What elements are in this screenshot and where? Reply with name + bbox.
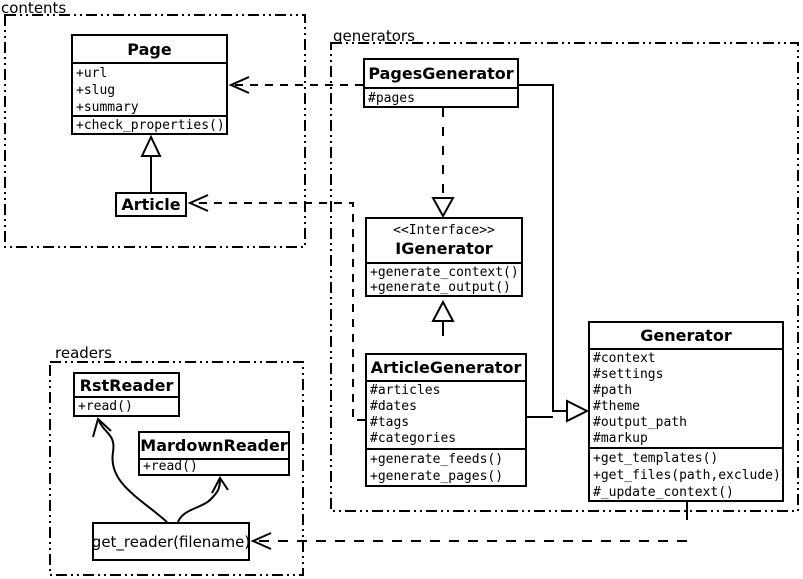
stereotype-label: <<Interface>> xyxy=(393,223,495,238)
attribute-row: #categories xyxy=(370,431,457,446)
package-border-readers xyxy=(49,361,304,576)
class-attributes-articlegenerator: #articles #dates #tags #categories xyxy=(367,380,525,448)
class-name-article: Article xyxy=(121,195,181,214)
attribute-row: #dates xyxy=(370,399,417,414)
package-label-contents: contents xyxy=(1,0,67,17)
class-name-page: Page xyxy=(127,39,172,59)
class-attributes-pagesgenerator: #pages xyxy=(365,87,517,106)
method-row: +generate_feeds() xyxy=(370,452,504,467)
class-name-articlegenerator: ArticleGenerator xyxy=(370,358,522,377)
attribute-row: +summary xyxy=(76,100,139,115)
class-name-igenerator: IGenerator xyxy=(395,239,493,258)
method-row: +generate_context() xyxy=(370,265,519,280)
class-methods-igenerator: +generate_context() +generate_output() xyxy=(367,262,521,295)
package-label-generators: generators xyxy=(333,27,415,45)
method-row: +get_files(path,exclude) xyxy=(593,468,781,483)
realization-triangle-igenerator-bottom xyxy=(431,299,455,322)
attribute-row: #path xyxy=(593,383,633,398)
package-label-readers: readers xyxy=(55,344,112,362)
package-border-contents xyxy=(4,14,306,248)
class-box-articlegenerator: ArticleGenerator #articles #dates #tags … xyxy=(365,353,527,487)
class-attributes-generator: #context #settings #path #theme #output_… xyxy=(590,348,782,447)
arrow-curve-getreader-mardownreader xyxy=(177,478,221,523)
attribute-row: #settings xyxy=(593,367,664,382)
class-box-article: Article xyxy=(115,192,187,217)
attribute-row: #output_path xyxy=(593,415,687,430)
package-border-generators xyxy=(330,42,799,512)
class-box-page: Page +url +slug +summary +check_properti… xyxy=(71,34,228,135)
attribute-row: #context xyxy=(593,351,656,366)
inheritance-triangle-article-page xyxy=(140,134,162,157)
attribute-row: #theme xyxy=(593,399,640,414)
class-methods-mardownreader: +read() xyxy=(140,458,288,474)
class-name-rstreader: RstReader xyxy=(79,375,174,395)
class-box-pagesgenerator: PagesGenerator #pages xyxy=(363,58,519,108)
class-methods-articlegenerator: +generate_feeds() +generate_pages() xyxy=(367,448,525,485)
method-row: +read() xyxy=(78,399,133,414)
class-methods-rstreader: +read() xyxy=(75,396,178,415)
dependency-arrowhead-getreader xyxy=(250,532,272,550)
class-methods-generator: +get_templates() +get_files(path,exclude… xyxy=(590,447,782,500)
arrow-curve-getreader-rstreader xyxy=(98,420,168,523)
method-row: +read() xyxy=(143,459,198,474)
method-row: #_update_context() xyxy=(593,485,734,500)
method-row: +generate_pages() xyxy=(370,469,504,484)
dependency-arrowhead-article xyxy=(187,194,209,212)
attribute-row: #pages xyxy=(368,91,415,106)
attribute-row: #articles xyxy=(370,383,441,398)
class-name-generator: Generator xyxy=(640,326,732,345)
class-box-generator: Generator #context #settings #path #them… xyxy=(588,321,784,502)
attribute-row: +url xyxy=(76,66,108,81)
realization-triangle-igenerator-top xyxy=(431,197,455,219)
arrowhead-mardownreader xyxy=(211,476,229,494)
class-header-igenerator: <<Interface>> IGenerator xyxy=(367,219,521,262)
attribute-row: #markup xyxy=(593,431,648,446)
method-row: +check_properties() xyxy=(76,118,225,133)
class-box-mardownreader: MardownReader +read() xyxy=(138,431,290,476)
class-name-mardownreader: MardownReader xyxy=(140,436,288,455)
class-methods-page: +check_properties() xyxy=(73,115,226,133)
inheritance-line-pagesgenerator-generator xyxy=(519,84,567,412)
dependency-arrowhead-page xyxy=(228,76,250,94)
class-box-igenerator: <<Interface>> IGenerator +generate_conte… xyxy=(365,217,523,297)
class-attributes-page: +url +slug +summary xyxy=(73,62,226,115)
attribute-row: +slug xyxy=(76,83,116,98)
class-box-rstreader: RstReader +read() xyxy=(73,372,180,417)
method-row: +get_templates() xyxy=(593,451,719,466)
dependency-line-articlegenerator-article xyxy=(192,202,365,421)
class-name-pagesgenerator: PagesGenerator xyxy=(368,64,514,83)
method-row: +generate_output() xyxy=(370,280,511,295)
arrowhead-rstreader xyxy=(92,417,112,438)
attribute-row: #tags xyxy=(370,415,410,430)
function-box-get-reader: get_reader(filename) xyxy=(92,522,250,561)
inheritance-triangle-generator xyxy=(566,399,590,423)
